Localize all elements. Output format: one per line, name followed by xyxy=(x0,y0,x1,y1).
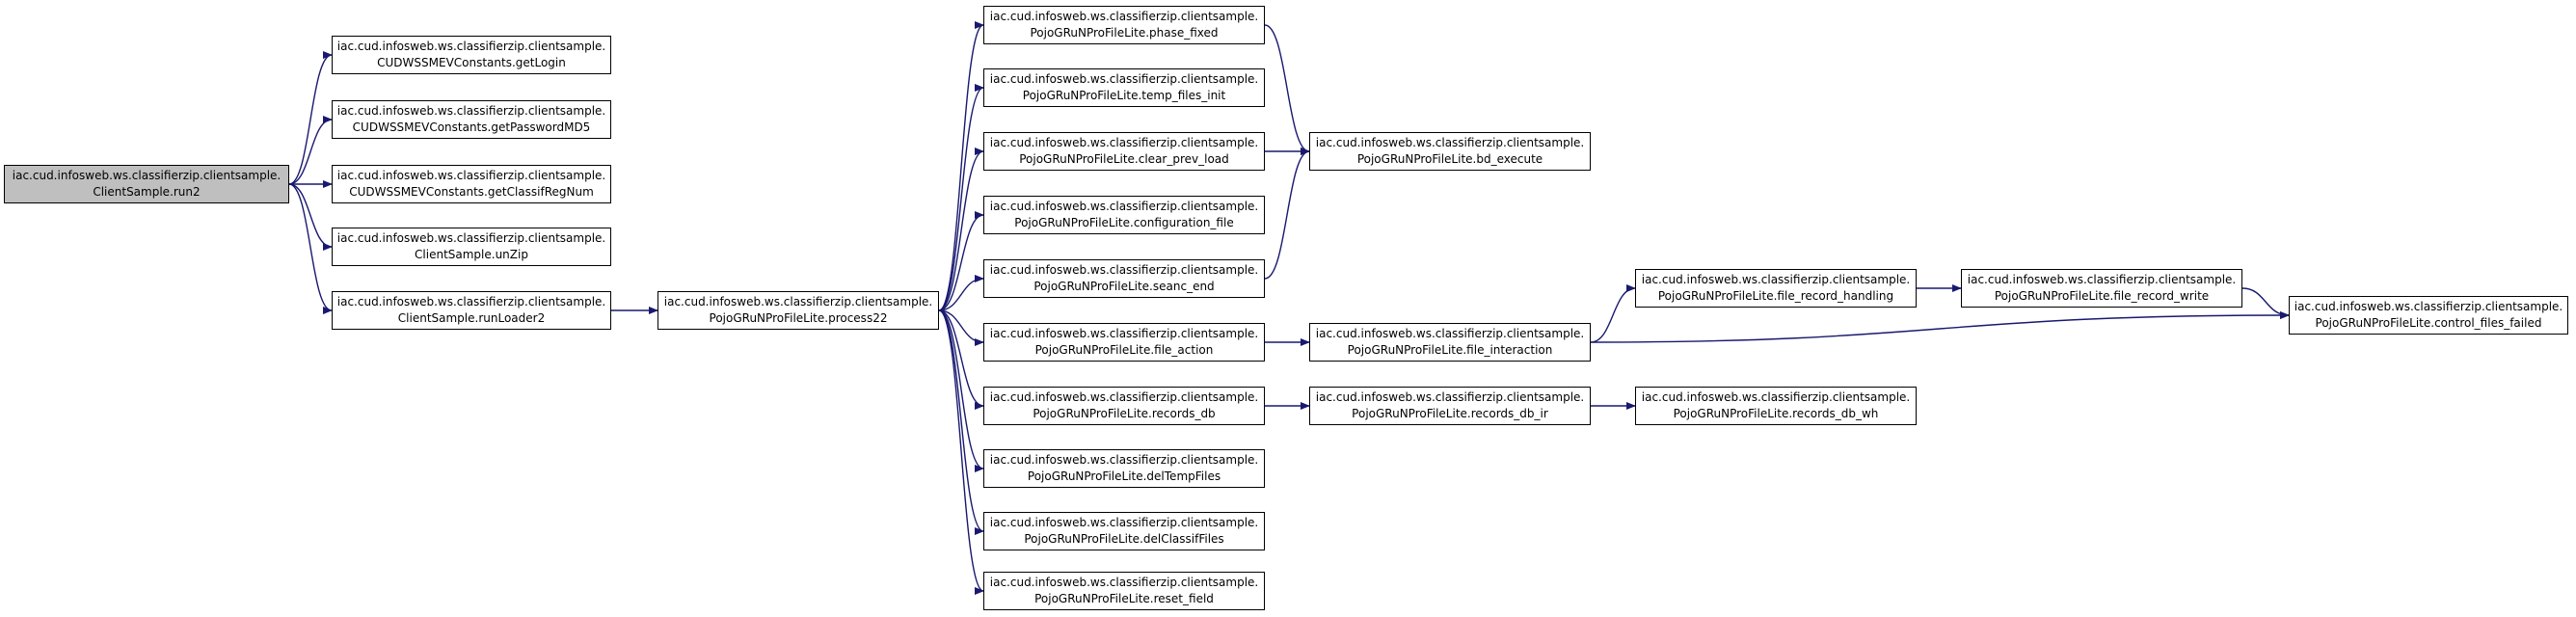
node-package: iac.cud.infosweb.ws.classifierzip.client… xyxy=(989,10,1259,23)
call-edge-process22-to-temp_files_init xyxy=(938,84,984,311)
node-run-loader2[interactable]: iac.cud.infosweb.ws.classifierzip.client… xyxy=(332,291,611,330)
node-method: PojoGRuNProFileLite.records_db_ir xyxy=(1352,407,1548,420)
call-edge-process22-to-configuration_file xyxy=(938,211,984,311)
node-records-db-wh[interactable]: iac.cud.infosweb.ws.classifierzip.client… xyxy=(1635,387,1917,425)
node-method: PojoGRuNProFileLite.reset_field xyxy=(1034,592,1214,605)
node-package: iac.cud.infosweb.ws.classifierzip.client… xyxy=(663,295,933,308)
node-method: PojoGRuNProFileLite.process22 xyxy=(709,311,888,325)
node-process22[interactable]: iac.cud.infosweb.ws.classifierzip.client… xyxy=(657,291,939,330)
call-edge-phase_fixed-to-bd_execute xyxy=(1264,24,1310,155)
node-temp-files-init[interactable]: iac.cud.infosweb.ws.classifierzip.client… xyxy=(983,68,1265,107)
node-method: PojoGRuNProFileLite.file_record_write xyxy=(1994,289,2210,303)
node-get-login[interactable]: iac.cud.infosweb.ws.classifierzip.client… xyxy=(332,36,611,74)
call-edge-run2-to-unZip xyxy=(288,183,333,251)
call-edge-process22-to-file_action xyxy=(938,309,984,346)
node-method: PojoGRuNProFileLite.file_record_handling xyxy=(1657,289,1894,303)
node-clear-prev-load[interactable]: iac.cud.infosweb.ws.classifierzip.client… xyxy=(983,132,1265,171)
node-file-record-handling[interactable]: iac.cud.infosweb.ws.classifierzip.client… xyxy=(1635,269,1917,308)
node-method: CUDWSSMEVConstants.getPasswordMD5 xyxy=(352,121,591,134)
call-edge-process22-to-seanc_end xyxy=(938,275,984,311)
node-method: ClientSample.unZip xyxy=(415,248,528,261)
node-package: iac.cud.infosweb.ws.classifierzip.client… xyxy=(1641,390,1911,404)
call-edge-process22-to-reset_field xyxy=(938,309,984,595)
node-package: iac.cud.infosweb.ws.classifierzip.client… xyxy=(1315,136,1585,149)
call-edge-process22-to-phase_fixed xyxy=(938,21,984,311)
node-del-temp-files[interactable]: iac.cud.infosweb.ws.classifierzip.client… xyxy=(983,449,1265,488)
node-seanc-end[interactable]: iac.cud.infosweb.ws.classifierzip.client… xyxy=(983,259,1265,298)
node-method: PojoGRuNProFileLite.bd_execute xyxy=(1356,152,1543,166)
node-package: iac.cud.infosweb.ws.classifierzip.client… xyxy=(989,200,1259,213)
node-method: PojoGRuNProFileLite.file_interaction xyxy=(1347,343,1553,357)
node-package: iac.cud.infosweb.ws.classifierzip.client… xyxy=(336,40,606,53)
node-package: iac.cud.infosweb.ws.classifierzip.client… xyxy=(989,263,1259,277)
node-package: iac.cud.infosweb.ws.classifierzip.client… xyxy=(336,104,606,118)
node-method: CUDWSSMEVConstants.getClassifRegNum xyxy=(349,185,594,199)
node-records-db[interactable]: iac.cud.infosweb.ws.classifierzip.client… xyxy=(983,387,1265,425)
node-control-files-failed[interactable]: iac.cud.infosweb.ws.classifierzip.client… xyxy=(2289,296,2568,335)
node-package: iac.cud.infosweb.ws.classifierzip.client… xyxy=(989,72,1259,86)
node-method: PojoGRuNProFileLite.seanc_end xyxy=(1033,280,1215,293)
node-get-password-md5[interactable]: iac.cud.infosweb.ws.classifierzip.client… xyxy=(332,100,611,139)
node-method: PojoGRuNProFileLite.temp_files_init xyxy=(1022,89,1226,102)
node-file-record-write[interactable]: iac.cud.infosweb.ws.classifierzip.client… xyxy=(1961,269,2242,308)
node-package: iac.cud.infosweb.ws.classifierzip.client… xyxy=(12,169,282,182)
node-method: PojoGRuNProFileLite.delClassifFiles xyxy=(1024,532,1224,546)
call-edge-run2-to-runLoader2 xyxy=(288,183,333,314)
node-package: iac.cud.infosweb.ws.classifierzip.client… xyxy=(1641,273,1911,286)
node-method: PojoGRuNProFileLite.file_action xyxy=(1034,343,1214,357)
node-package: iac.cud.infosweb.ws.classifierzip.client… xyxy=(989,516,1259,529)
node-package: iac.cud.infosweb.ws.classifierzip.client… xyxy=(1967,273,2237,286)
call-edge-file_interaction-to-control_files_failed xyxy=(1590,311,2290,343)
node-package: iac.cud.infosweb.ws.classifierzip.client… xyxy=(336,169,606,182)
node-package: iac.cud.infosweb.ws.classifierzip.client… xyxy=(1315,390,1585,404)
call-edge-run2-to-getPasswordMD5 xyxy=(288,116,333,185)
call-edge-process22-to-delClassifFiles xyxy=(938,309,984,535)
node-method: PojoGRuNProFileLite.configuration_file xyxy=(1014,216,1234,229)
call-edge-process22-to-delTempFiles xyxy=(938,309,984,472)
node-package: iac.cud.infosweb.ws.classifierzip.client… xyxy=(1315,327,1585,340)
call-edge-file_interaction-to-file_record_handling xyxy=(1590,284,1636,343)
node-package: iac.cud.infosweb.ws.classifierzip.client… xyxy=(336,231,606,245)
node-method: CUDWSSMEVConstants.getLogin xyxy=(377,56,566,69)
node-bd-execute[interactable]: iac.cud.infosweb.ws.classifierzip.client… xyxy=(1309,132,1591,171)
node-configuration-file[interactable]: iac.cud.infosweb.ws.classifierzip.client… xyxy=(983,196,1265,234)
node-package: iac.cud.infosweb.ws.classifierzip.client… xyxy=(989,327,1259,340)
node-get-classif-reg-num[interactable]: iac.cud.infosweb.ws.classifierzip.client… xyxy=(332,165,611,203)
node-un-zip[interactable]: iac.cud.infosweb.ws.classifierzip.client… xyxy=(332,228,611,266)
node-package: iac.cud.infosweb.ws.classifierzip.client… xyxy=(2294,300,2563,313)
node-method: PojoGRuNProFileLite.records_db_wh xyxy=(1673,407,1879,420)
node-package: iac.cud.infosweb.ws.classifierzip.client… xyxy=(989,136,1259,149)
node-package: iac.cud.infosweb.ws.classifierzip.client… xyxy=(989,390,1259,404)
node-file-action[interactable]: iac.cud.infosweb.ws.classifierzip.client… xyxy=(983,323,1265,362)
node-reset-field[interactable]: iac.cud.infosweb.ws.classifierzip.client… xyxy=(983,572,1265,610)
node-package: iac.cud.infosweb.ws.classifierzip.client… xyxy=(989,453,1259,467)
node-method: ClientSample.runLoader2 xyxy=(397,311,546,325)
node-method: PojoGRuNProFileLite.records_db xyxy=(1033,407,1216,420)
node-method: PojoGRuNProFileLite.phase_fixed xyxy=(1030,26,1219,40)
node-file-interaction[interactable]: iac.cud.infosweb.ws.classifierzip.client… xyxy=(1309,323,1591,362)
node-phase-fixed[interactable]: iac.cud.infosweb.ws.classifierzip.client… xyxy=(983,6,1265,44)
call-edge-run2-to-getLogin xyxy=(288,51,333,185)
node-method: PojoGRuNProFileLite.control_files_failed xyxy=(2315,316,2542,330)
node-client-sample-run2: iac.cud.infosweb.ws.classifierzip.client… xyxy=(4,165,289,203)
node-package: iac.cud.infosweb.ws.classifierzip.client… xyxy=(989,576,1259,589)
node-package: iac.cud.infosweb.ws.classifierzip.client… xyxy=(336,295,606,308)
node-records-db-ir[interactable]: iac.cud.infosweb.ws.classifierzip.client… xyxy=(1309,387,1591,425)
node-del-classif-files[interactable]: iac.cud.infosweb.ws.classifierzip.client… xyxy=(983,512,1265,550)
call-edge-process22-to-records_db xyxy=(938,309,984,410)
node-method: PojoGRuNProFileLite.delTempFiles xyxy=(1027,469,1221,483)
call-edge-process22-to-clear_prev_load xyxy=(938,148,984,311)
call-edge-file_record_write-to-control_files_failed xyxy=(2241,287,2290,319)
node-method: ClientSample.run2 xyxy=(93,185,201,199)
call-edge-seanc_end-to-bd_execute xyxy=(1264,148,1310,280)
node-method: PojoGRuNProFileLite.clear_prev_load xyxy=(1019,152,1229,166)
